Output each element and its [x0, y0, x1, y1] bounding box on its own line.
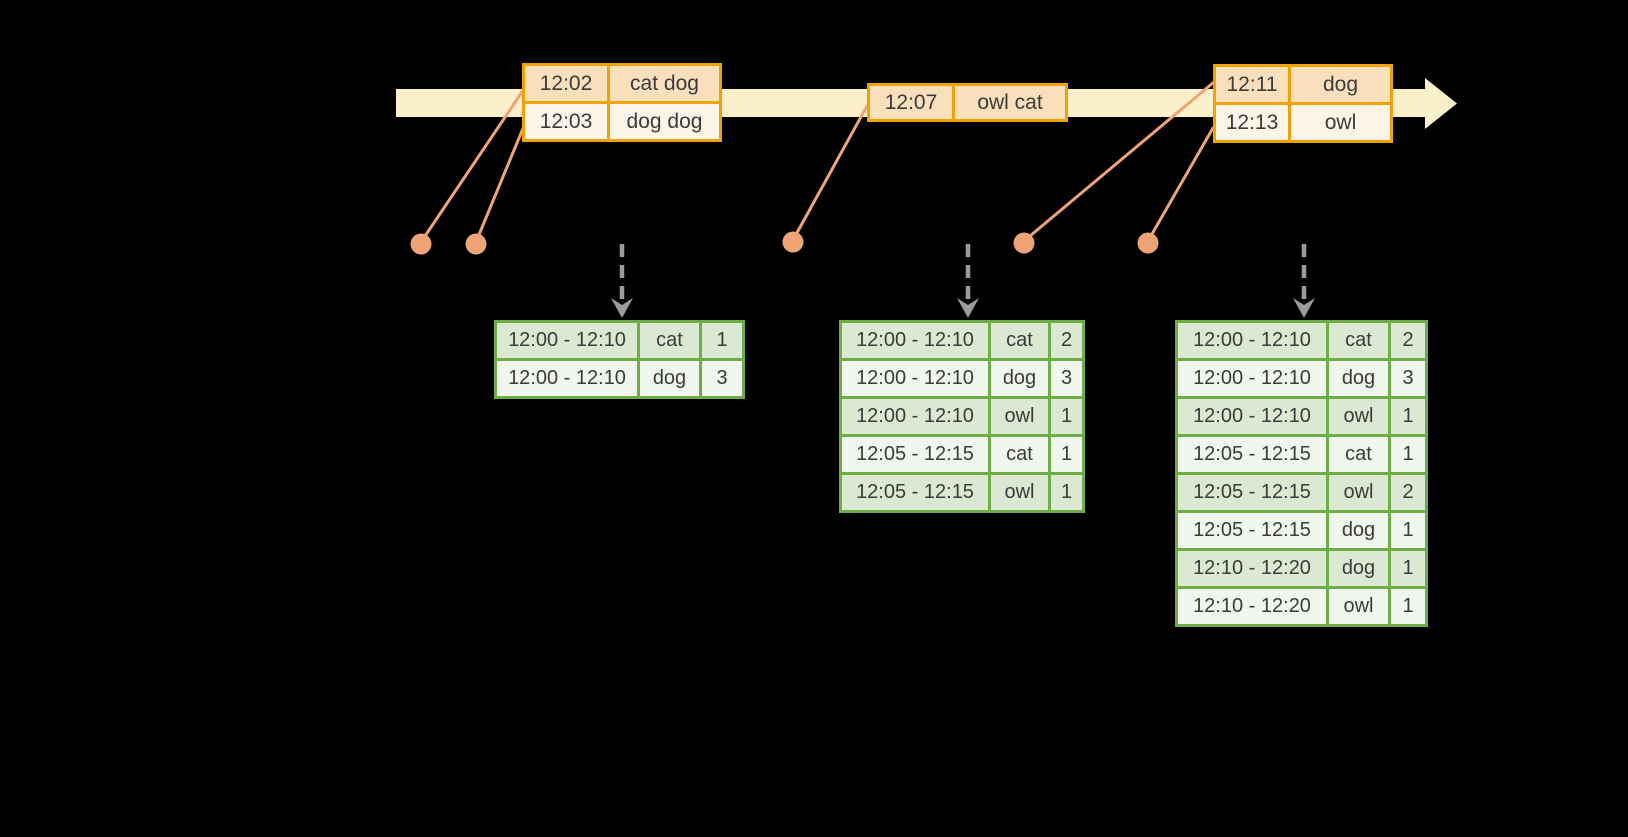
result-word-cell: owl — [991, 475, 1048, 510]
down-arrow-icon — [1293, 298, 1315, 318]
result-window-cell: 12:05 - 12:15 — [842, 475, 988, 510]
result-window-cell: 12:00 - 12:10 — [497, 323, 637, 358]
event-dots — [410, 231, 1159, 255]
result-word-cell: owl — [1329, 475, 1388, 510]
result-word-cell: cat — [1329, 323, 1388, 358]
result-count-cell: 2 — [1391, 475, 1425, 510]
event-words-cell: cat dog — [610, 66, 719, 101]
result-word-cell: cat — [991, 437, 1048, 472]
result-window-cell: 12:00 - 12:10 — [842, 399, 988, 434]
result-count-cell: 1 — [1051, 399, 1082, 434]
result-window-cell: 12:00 - 12:10 — [497, 361, 637, 396]
event-time-cell: 12:02 — [525, 66, 607, 101]
result-table-1: 12:00 - 12:10 cat 1 12:00 - 12:10 dog 3 — [494, 320, 745, 399]
event-time-cell: 12:11 — [1216, 67, 1288, 102]
event-dot — [782, 231, 804, 253]
event-dot — [1013, 232, 1035, 254]
result-count-cell: 1 — [1051, 475, 1082, 510]
result-count-cell: 1 — [702, 323, 742, 358]
result-table-3: 12:00 - 12:10 cat 2 12:00 - 12:10 dog 3 … — [1175, 320, 1428, 627]
event-words-cell: owl — [1291, 105, 1390, 140]
event-words-cell: owl cat — [955, 86, 1065, 119]
result-count-cell: 3 — [1051, 361, 1082, 396]
event-table-1: 12:02 cat dog 12:03 dog dog — [522, 63, 722, 142]
result-window-cell: 12:05 - 12:15 — [842, 437, 988, 472]
result-word-cell: owl — [1329, 589, 1388, 624]
result-table-2: 12:00 - 12:10 cat 2 12:00 - 12:10 dog 3 … — [839, 320, 1085, 513]
result-word-cell: dog — [1329, 361, 1388, 396]
event-words-cell: dog — [1291, 67, 1390, 102]
event-connector-line — [791, 104, 869, 242]
result-word-cell: dog — [991, 361, 1048, 396]
result-count-cell: 1 — [1391, 551, 1425, 586]
result-window-cell: 12:00 - 12:10 — [842, 323, 988, 358]
result-count-cell: 3 — [1391, 361, 1425, 396]
result-window-cell: 12:00 - 12:10 — [1178, 361, 1326, 396]
event-time-cell: 12:07 — [870, 86, 952, 119]
event-connector-lines — [419, 80, 1216, 244]
result-window-cell: 12:10 - 12:20 — [1178, 589, 1326, 624]
event-time-cell: 12:13 — [1216, 105, 1288, 140]
result-count-cell: 2 — [1051, 323, 1082, 358]
event-dot — [1137, 232, 1159, 254]
result-window-cell: 12:05 - 12:15 — [1178, 513, 1326, 548]
result-count-cell: 1 — [1391, 589, 1425, 624]
result-word-cell: owl — [991, 399, 1048, 434]
result-window-cell: 12:00 - 12:10 — [1178, 399, 1326, 434]
result-window-cell: 12:05 - 12:15 — [1178, 437, 1326, 472]
result-window-cell: 12:00 - 12:10 — [842, 361, 988, 396]
result-window-cell: 12:00 - 12:10 — [1178, 323, 1326, 358]
down-arrow-icon — [611, 298, 633, 318]
result-count-cell: 3 — [702, 361, 742, 396]
result-word-cell: cat — [991, 323, 1048, 358]
event-time-cell: 12:03 — [525, 104, 607, 139]
event-dot — [465, 233, 487, 255]
event-table-3: 12:11 dog 12:13 owl — [1213, 64, 1393, 143]
result-count-cell: 1 — [1051, 437, 1082, 472]
result-count-cell: 1 — [1391, 513, 1425, 548]
result-word-cell: dog — [1329, 551, 1388, 586]
result-word-cell: cat — [640, 323, 699, 358]
result-count-cell: 2 — [1391, 323, 1425, 358]
result-word-cell: cat — [1329, 437, 1388, 472]
event-connector-line — [419, 90, 524, 244]
event-dot — [410, 233, 432, 255]
event-table-2: 12:07 owl cat — [867, 83, 1068, 122]
event-connector-line — [1022, 80, 1216, 243]
event-words-cell: dog dog — [610, 104, 719, 139]
timeline-arrowhead-icon — [1425, 78, 1457, 129]
result-count-cell: 1 — [1391, 437, 1425, 472]
result-word-cell: owl — [1329, 399, 1388, 434]
down-arrow-icon — [957, 298, 979, 318]
result-word-cell: dog — [1329, 513, 1388, 548]
trigger-arrowheads — [611, 298, 1315, 318]
result-count-cell: 1 — [1391, 399, 1425, 434]
trigger-arrow-lines — [619, 244, 1307, 299]
result-word-cell: dog — [640, 361, 699, 396]
result-window-cell: 12:05 - 12:15 — [1178, 475, 1326, 510]
event-connector-line — [1146, 126, 1215, 243]
result-window-cell: 12:10 - 12:20 — [1178, 551, 1326, 586]
event-connector-line — [474, 124, 526, 244]
